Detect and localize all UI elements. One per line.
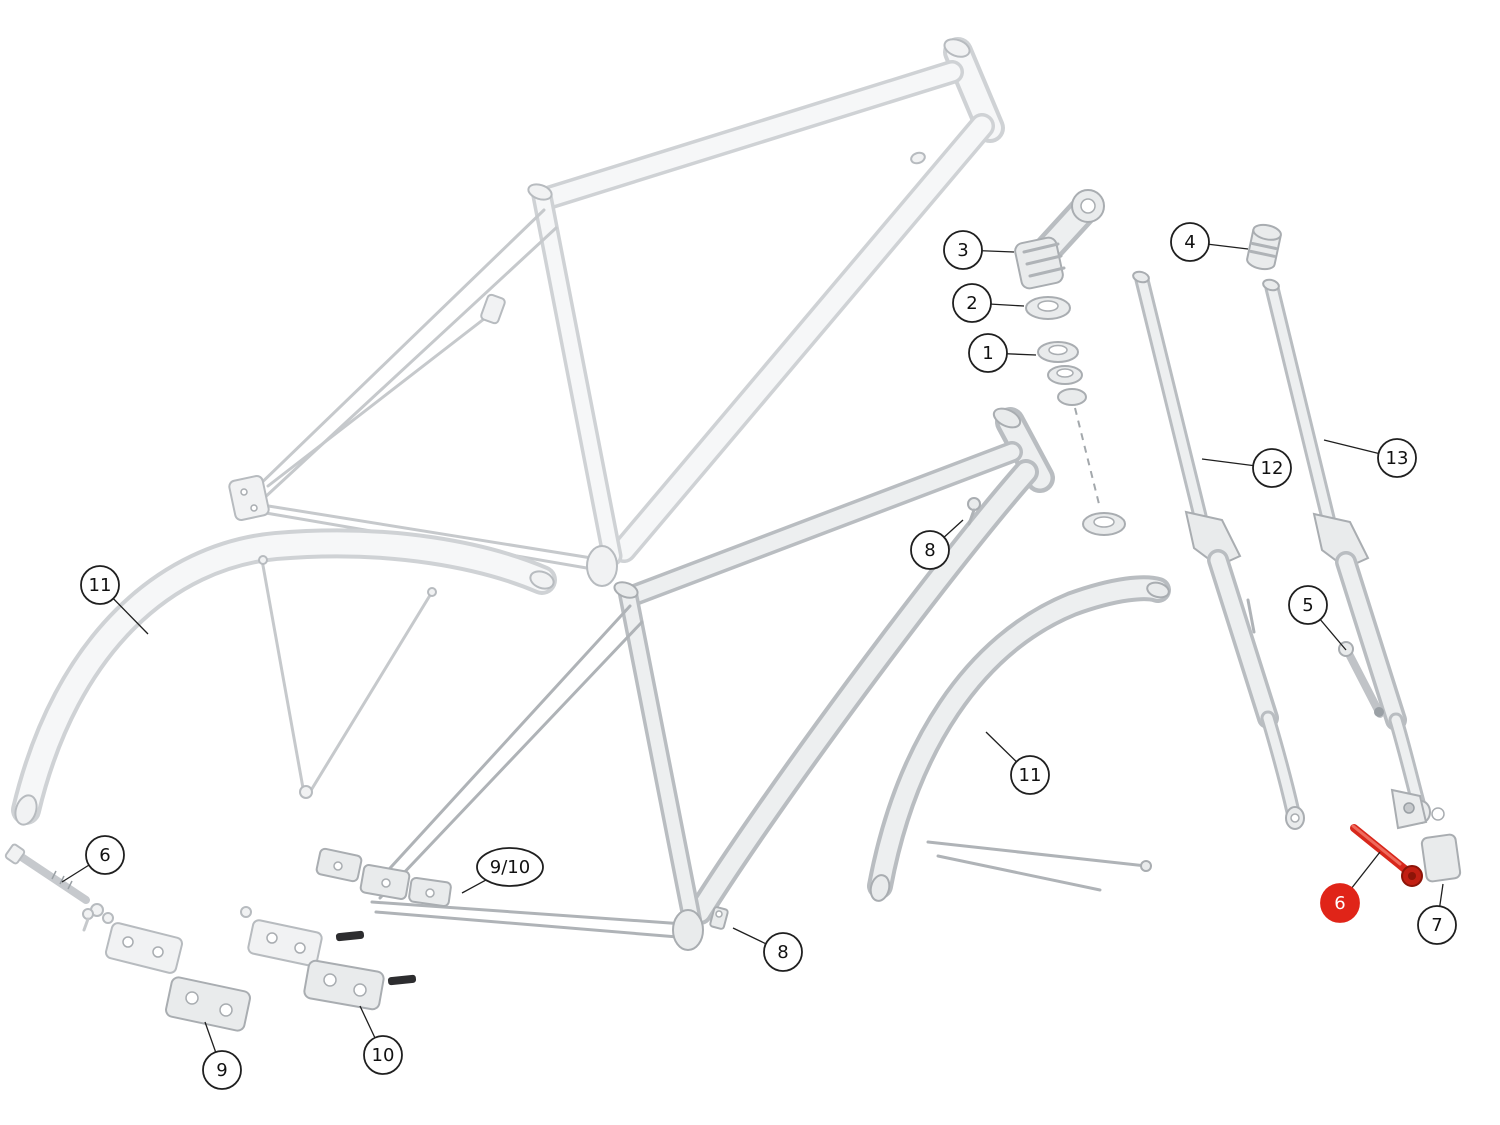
callout-bubble [1377, 438, 1417, 478]
callout-bubble [943, 230, 983, 270]
callout-label: 12 [1261, 458, 1284, 479]
fender-right-artwork [867, 575, 1171, 902]
callout-10[interactable]: 10 [359, 1005, 403, 1075]
callout-label: 10 [372, 1045, 395, 1066]
callout-bubble [763, 932, 803, 972]
callout-label: 6 [1334, 893, 1345, 914]
headset-stack-artwork [1014, 189, 1126, 536]
callout-6[interactable]: 6 [61, 835, 125, 883]
callout-label: 4 [1184, 232, 1195, 253]
callout-bubble [1010, 755, 1050, 795]
callout-9[interactable]: 9 [202, 1021, 242, 1090]
callout-bubble [1252, 448, 1292, 488]
callout-11[interactable]: 11 [80, 565, 149, 635]
axle-part-6-left-artwork [4, 843, 114, 924]
expander-plug-artwork [1246, 223, 1282, 271]
callout-11[interactable]: 11 [985, 731, 1050, 795]
callout-label: 8 [777, 942, 788, 963]
callout-label: 9/10 [490, 857, 530, 878]
black-pin [335, 930, 365, 942]
callout-1[interactable]: 1 [968, 333, 1037, 373]
part-7-artwork [1390, 788, 1462, 883]
callout-13[interactable]: 13 [1323, 438, 1417, 478]
callout-7[interactable]: 7 [1417, 883, 1457, 945]
callout-layer: 11 6 9 10 9/10 8 8 11 3 2 1 4 12 13 5 6 7 [61, 222, 1457, 1090]
callout-9-10[interactable]: 9/10 [461, 847, 544, 894]
callout-label: 2 [966, 293, 977, 314]
callout-bubble [1170, 222, 1210, 262]
fender-left-artwork [11, 528, 557, 826]
callout-2[interactable]: 2 [952, 283, 1025, 323]
mounting-hardware-artwork [82, 906, 417, 1032]
callout-bubble [968, 333, 1008, 373]
callout-label: 3 [957, 240, 968, 261]
callout-3[interactable]: 3 [943, 230, 1015, 270]
callout-label: 8 [924, 540, 935, 561]
callout-bubble [80, 565, 120, 605]
callout-bubble [202, 1050, 242, 1090]
bolt-part-8-upper-artwork [967, 497, 981, 526]
callout-8[interactable]: 8 [732, 927, 803, 972]
callout-bubble [1417, 905, 1457, 945]
callout-label: 5 [1302, 595, 1313, 616]
fork-13-artwork [1262, 278, 1445, 824]
callout-8[interactable]: 8 [910, 519, 964, 570]
black-pin [387, 974, 417, 986]
callout-label: 11 [1019, 765, 1042, 786]
callout-label: 11 [89, 575, 112, 596]
callout-label: 13 [1386, 448, 1409, 469]
callout-bubble [476, 847, 544, 887]
callout-12[interactable]: 12 [1201, 448, 1292, 488]
callout-bubble [952, 283, 992, 323]
frame-front-artwork [315, 407, 1055, 951]
callout-bubble [1288, 585, 1328, 625]
callout-bubble [1320, 883, 1360, 923]
callout-label: 1 [982, 343, 993, 364]
thru-axle-part-6-highlighted-artwork [1350, 824, 1423, 887]
callout-6-highlighted[interactable]: 6 [1320, 851, 1381, 923]
callout-label: 9 [216, 1060, 227, 1081]
callout-bubble [363, 1035, 403, 1075]
callout-bubble [85, 835, 125, 875]
callout-4[interactable]: 4 [1170, 222, 1249, 262]
callout-label: 7 [1431, 915, 1442, 936]
callout-label: 6 [99, 845, 110, 866]
callout-bubble [910, 530, 950, 570]
fork-12-artwork [1132, 270, 1305, 830]
callout-5[interactable]: 5 [1288, 585, 1347, 651]
bolt-part-8-lower-artwork [709, 906, 729, 930]
